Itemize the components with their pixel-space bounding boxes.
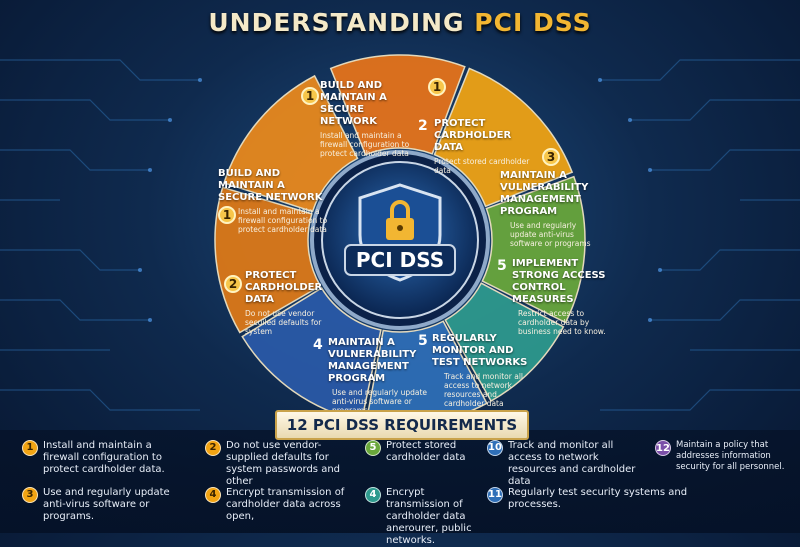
- segment-number-large: 4: [313, 337, 323, 353]
- requirement-number: 4: [365, 487, 381, 503]
- requirement-number: 11: [487, 487, 503, 503]
- requirement-number: 12: [655, 440, 671, 456]
- requirement-number: 4: [205, 487, 221, 503]
- segment-number: 1: [301, 87, 319, 105]
- requirement-number: 2: [205, 440, 221, 456]
- pci-dss-wheel: PCI DSS: [214, 54, 586, 426]
- requirement-number: 10: [487, 440, 503, 456]
- segment-number: 1: [428, 78, 446, 96]
- wheel-segment: [444, 282, 565, 403]
- requirement-number: 3: [22, 487, 38, 503]
- center-label: PCI DSS: [356, 248, 444, 272]
- wheel-segment: [223, 74, 359, 213]
- segment-number: 2: [224, 275, 242, 293]
- segment-monitor-networks: REGULARLY MONITOR AND TEST NETWORKS Trac…: [432, 333, 528, 408]
- requirement-number: 5: [365, 440, 381, 456]
- segment-protect-top: PROTECT CARDHOLDER DATA Protect stored c…: [434, 118, 530, 175]
- segment-number: 1: [218, 206, 236, 224]
- segment-number-large: 5: [497, 258, 507, 274]
- segment-access-control: IMPLEMENT STRONG ACCESS CONTROL MEASURES…: [512, 258, 606, 336]
- wheel-segment: [241, 287, 382, 422]
- circuit-background: [0, 59, 800, 411]
- segment-number-large: 5: [418, 333, 428, 349]
- segment-secure-network-top: BUILD AND MAINTAIN A SECURE NETWORK Inst…: [320, 80, 410, 158]
- wheel-segment: [214, 186, 322, 334]
- page-title: UNDERSTANDING PCI DSS: [208, 8, 592, 37]
- wheel-segment: [481, 175, 586, 324]
- segment-vulnerability-bottom: MAINTAIN A VULNERABILITY MANAGEMENT PROG…: [328, 337, 428, 415]
- segment-vulnerability-right: MAINTAIN A VULNERABILITY MANAGEMENT PROG…: [500, 170, 591, 248]
- segment-protect-left: PROTECT CARDHOLDER DATA Do not use vendo…: [245, 270, 323, 336]
- segment-secure-network-left: BUILD AND MAINTAIN A SECURE NETWORK Inst…: [218, 168, 328, 234]
- requirement-number: 1: [22, 440, 38, 456]
- segment-number: 3: [542, 148, 560, 166]
- segment-number-large: 2: [418, 118, 428, 134]
- requirements-banner: 12 PCI DSS REQUIREMENTS: [275, 410, 529, 440]
- wheel-segment: [433, 67, 574, 208]
